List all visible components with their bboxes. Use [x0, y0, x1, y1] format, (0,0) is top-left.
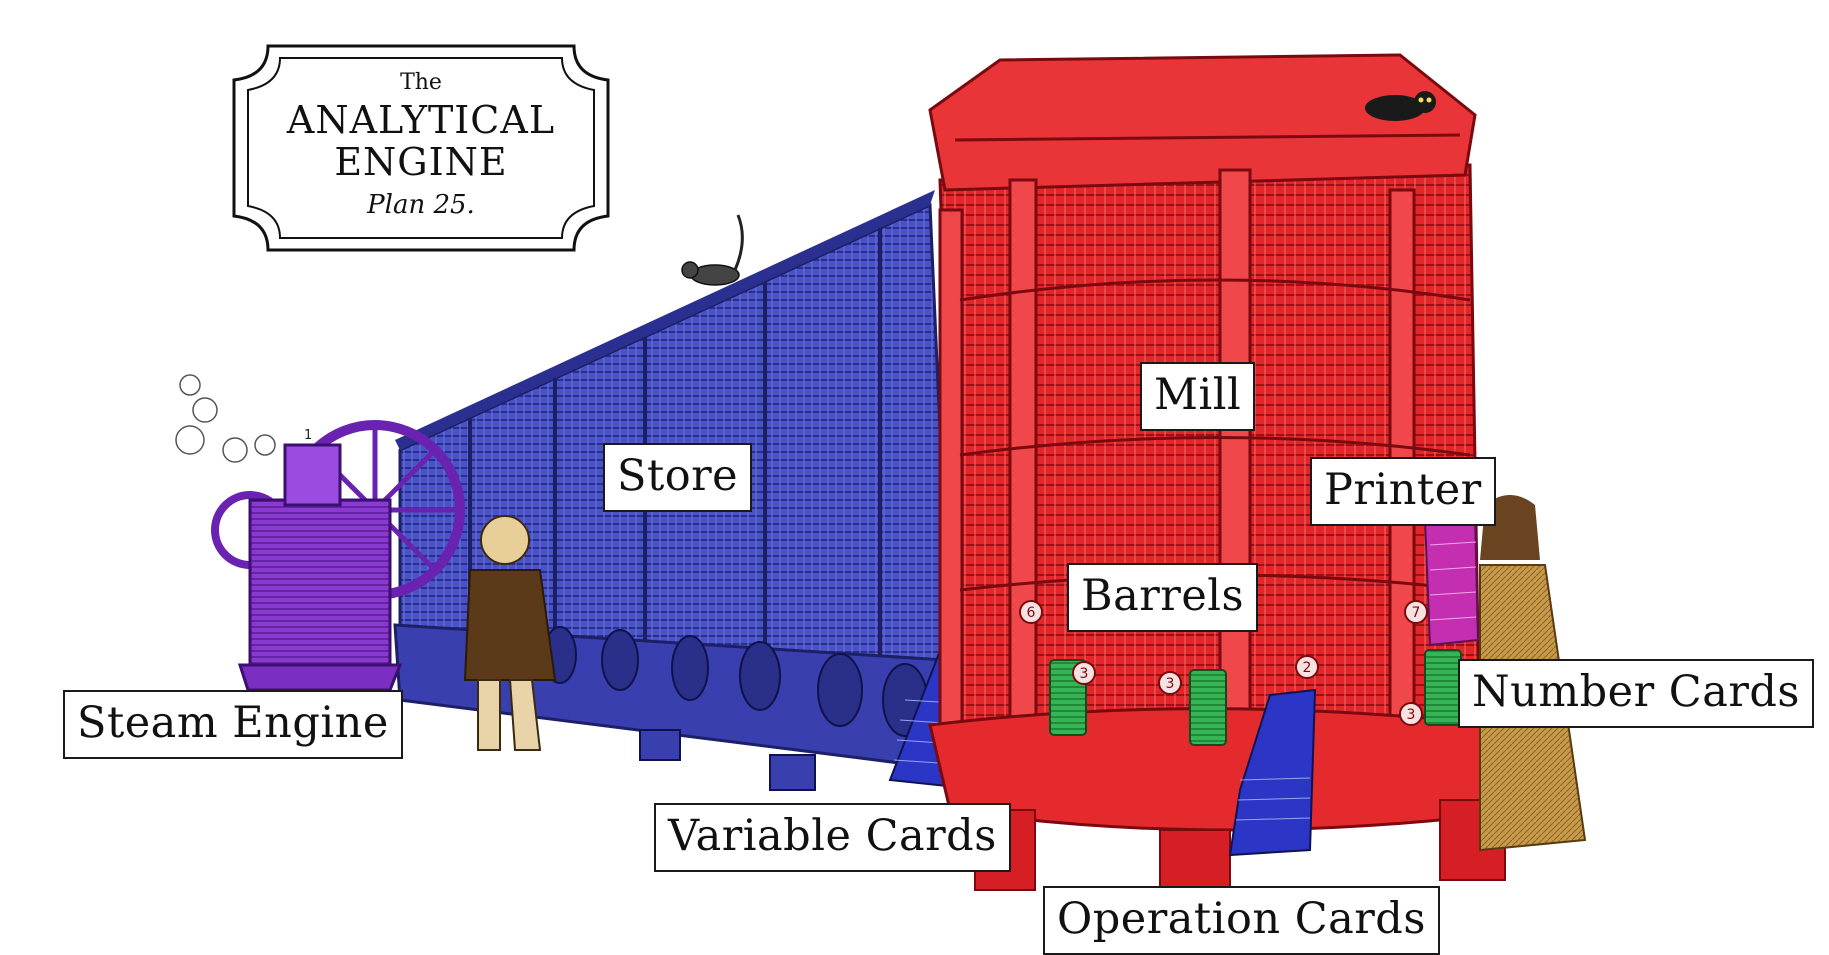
badge-3c: 3 — [1399, 702, 1423, 726]
badge-3a: 3 — [1072, 661, 1096, 685]
plaque-line-plan: Plan 25. — [367, 190, 475, 220]
badge-1-text: 1 — [304, 428, 312, 443]
label-mill: Mill — [1140, 362, 1256, 431]
title-plaque: The ANALYTICAL ENGINE Plan 25. — [228, 40, 614, 256]
operation-card-stack — [1228, 688, 1317, 857]
badge-6: 6 — [1019, 600, 1043, 624]
plaque-line-the: The — [400, 70, 442, 95]
steam-engine-machine — [175, 374, 465, 692]
cat-on-store — [681, 214, 744, 286]
badge-6-text: 6 — [1027, 605, 1036, 621]
badge-2: 2 — [1295, 655, 1319, 679]
printer-unit — [1423, 513, 1480, 647]
man-figure — [463, 515, 557, 751]
badge-3b: 3 — [1158, 671, 1182, 695]
badge-2-text: 2 — [1303, 660, 1312, 676]
plaque-line-analytical: ANALYTICAL — [286, 98, 556, 142]
badge-7: 7 — [1404, 600, 1428, 624]
label-operation-cards: Operation Cards — [1043, 886, 1440, 955]
plaque-frame — [232, 44, 610, 252]
plaque-line-engine: ENGINE — [334, 140, 508, 184]
badge-1: 1 — [304, 428, 312, 443]
badge-3c-text: 3 — [1407, 707, 1416, 723]
badge-3a-text: 3 — [1080, 666, 1089, 682]
cat-on-mill — [1365, 91, 1436, 121]
label-printer: Printer — [1310, 457, 1496, 526]
badge-7-text: 7 — [1412, 605, 1421, 621]
label-store: Store — [603, 443, 753, 512]
label-number-cards: Number Cards — [1458, 659, 1814, 728]
label-variable-cards: Variable Cards — [654, 803, 1011, 872]
label-steam-engine: Steam Engine — [63, 690, 403, 759]
label-barrels: Barrels — [1067, 563, 1259, 632]
badge-3b-text: 3 — [1166, 676, 1175, 692]
